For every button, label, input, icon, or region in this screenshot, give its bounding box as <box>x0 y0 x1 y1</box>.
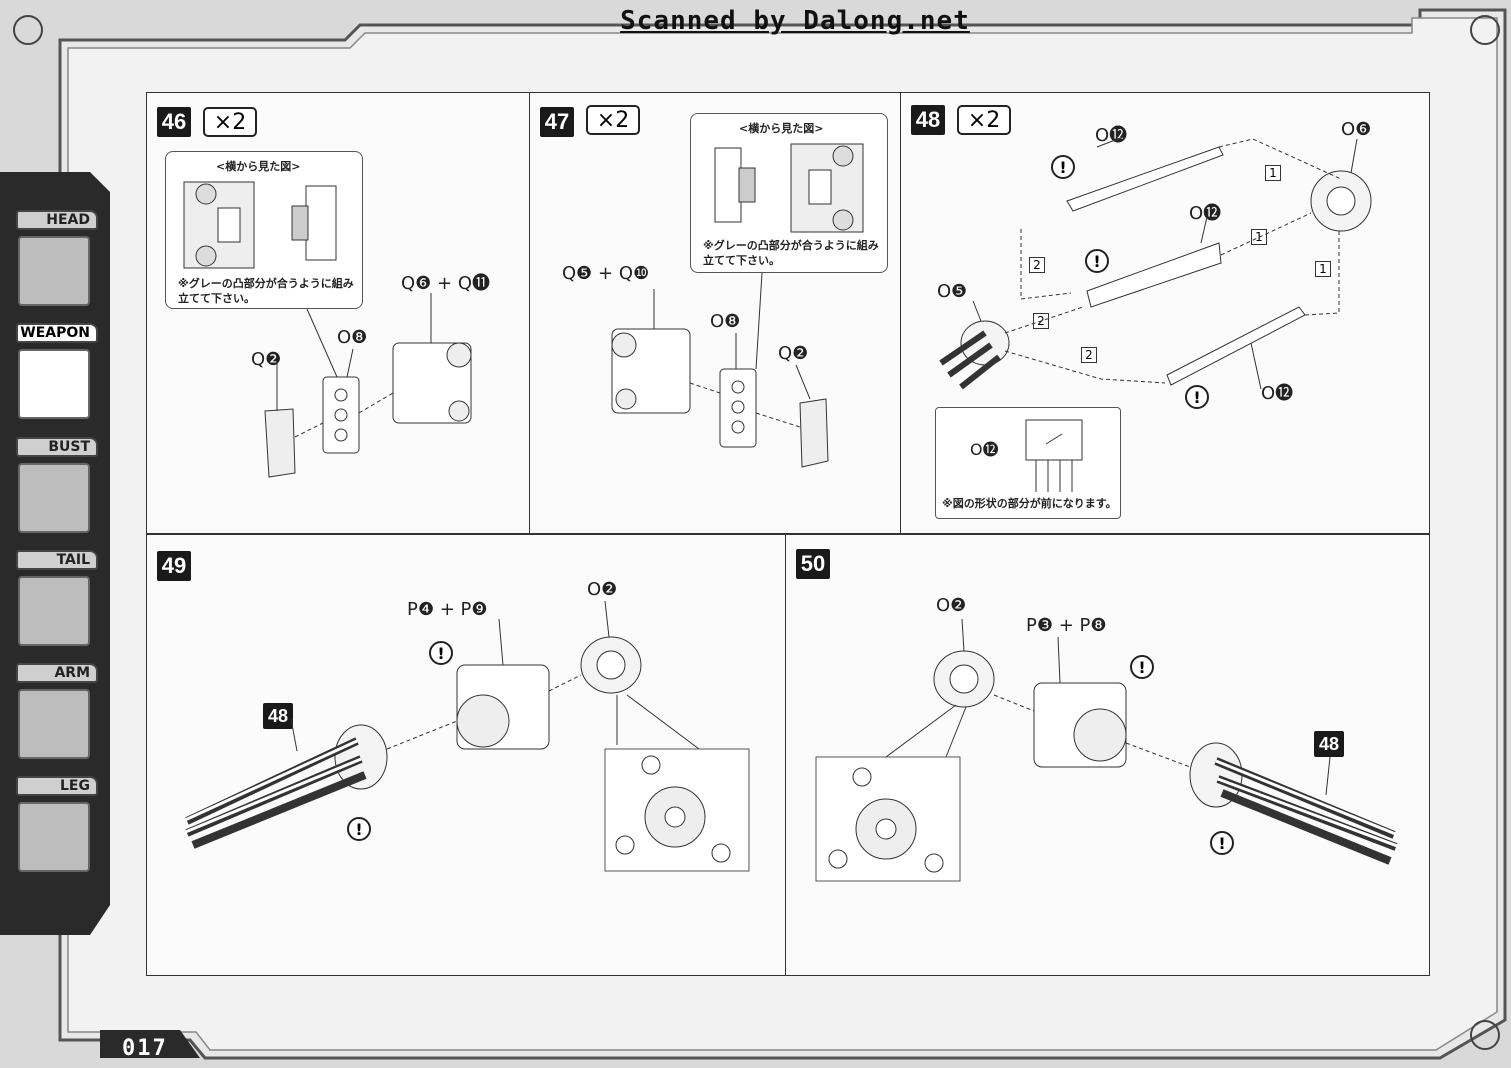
page-number: 017 <box>122 1036 168 1061</box>
leg-part-icon <box>18 802 90 872</box>
sidebar-tab-label: BUST <box>16 437 98 457</box>
sidebar-tab-label: ARM <box>16 663 98 683</box>
sidebar-tab-weapon[interactable]: WEAPON <box>12 323 98 423</box>
warning-icon: ! <box>1085 249 1109 273</box>
part-label: O❺ <box>937 281 968 302</box>
detail-note: ※図の形状の部分が前になります。 <box>942 497 1117 510</box>
callout-title: <横から見た図> <box>216 160 301 173</box>
scan-credit: Scanned by Dalong.net <box>620 6 970 36</box>
part-label: Q❻ + Q⓫ <box>401 273 490 294</box>
detail-diagram <box>1025 419 1083 492</box>
assembly-diagram <box>264 293 472 478</box>
part-label: O⓬ <box>1095 125 1128 146</box>
side-view-diagram <box>183 181 337 269</box>
warning-icon: ! <box>347 817 371 841</box>
quantity-badge: ×2 <box>957 105 1011 135</box>
assembly-diagram <box>182 600 750 872</box>
weapon-part-icon <box>18 349 90 419</box>
step-number: 50 <box>796 549 830 579</box>
quantity-badge: ×2 <box>586 105 640 135</box>
part-label: Q❷ <box>778 343 809 364</box>
callout-title: <横から見た図> <box>739 122 824 135</box>
warning-icon: ! <box>1051 155 1075 179</box>
sidebar-tab-arm[interactable]: ARM <box>12 663 98 763</box>
part-label: O⓬ <box>1261 383 1294 404</box>
part-label: Q❺ + Q❿ <box>562 263 650 284</box>
part-label: P❹ + P❾ <box>407 599 488 620</box>
tail-part-icon <box>18 576 90 646</box>
sidebar-tab-head[interactable]: HEAD <box>12 210 98 310</box>
assembly-diagram <box>611 272 829 468</box>
bust-part-icon <box>18 463 90 533</box>
part-label: O❽ <box>337 327 368 348</box>
warning-icon: ! <box>1130 655 1154 679</box>
step-47-panel: 47 ×2 <横から見た図> ※グレーの凸部分が合うように組み立てて下さい。 Q… <box>529 92 901 534</box>
step-number: 46 <box>157 107 191 137</box>
reference-step-badge: 48 <box>1314 731 1344 757</box>
part-label: O⓬ <box>1189 203 1222 224</box>
warning-icon: ! <box>1185 385 1209 409</box>
assembly-diagram <box>815 618 1401 882</box>
part-label: O⓬ <box>970 440 999 459</box>
detail-callout: O⓬ ※図の形状の部分が前になります。 <box>935 407 1121 519</box>
step-49-panel: 49 P❹ + P❾ O❷ 48 ! ! <box>146 534 786 976</box>
side-view-callout: <横から見た図> ※グレーの凸部分が合うように組み立てて下さい。 <box>165 151 363 309</box>
sidebar-tab-tail[interactable]: TAIL <box>12 550 98 650</box>
step-number: 49 <box>157 551 191 581</box>
head-part-icon <box>18 236 90 306</box>
part-label: O❷ <box>587 579 618 600</box>
step-46-panel: 46 ×2 <横から見た図> ※グレーの凸部分が合うように組み立てて下さい。 Q… <box>146 92 530 534</box>
step-48-panel: 48 ×2 O⓬ O⓬ O⓬ O❻ O❺ ! ! ! 1 1 1 2 2 2 O… <box>900 92 1430 534</box>
step-number: 48 <box>911 105 945 135</box>
arm-part-icon <box>18 689 90 759</box>
part-label: O❷ <box>936 595 967 616</box>
quantity-badge: ×2 <box>203 107 257 137</box>
sequence-marker: 1 <box>1315 261 1331 277</box>
sidebar-tab-leg[interactable]: LEG <box>12 776 98 876</box>
sequence-marker: 2 <box>1081 347 1097 363</box>
side-view-diagram <box>714 143 864 233</box>
warning-icon: ! <box>1210 831 1234 855</box>
part-label: O❻ <box>1341 119 1372 140</box>
part-label: Q❷ <box>251 349 282 370</box>
step-50-panel: 50 P❸ + P❽ O❷ 48 ! ! <box>785 534 1430 976</box>
callout-note: ※グレーの凸部分が合うように組み立てて下さい。 <box>703 239 879 267</box>
callout-note: ※グレーの凸部分が合うように組み立てて下さい。 <box>178 277 354 305</box>
sidebar-tab-bust[interactable]: BUST <box>12 437 98 537</box>
part-label: O❽ <box>710 311 741 332</box>
sidebar-tab-label: HEAD <box>16 210 98 230</box>
assembly-diagram <box>939 136 1372 390</box>
sequence-marker: 1 <box>1265 165 1281 181</box>
sequence-marker: 2 <box>1029 257 1045 273</box>
step-number: 47 <box>540 107 574 137</box>
sidebar-tab-label: WEAPON <box>16 323 98 343</box>
reference-step-badge: 48 <box>263 703 293 729</box>
side-view-callout: <横から見た図> ※グレーの凸部分が合うように組み立てて下さい。 <box>690 113 888 273</box>
sidebar-tab-label: TAIL <box>16 550 98 570</box>
sidebar-tab-label: LEG <box>16 776 98 796</box>
warning-icon: ! <box>429 641 453 665</box>
part-label: P❸ + P❽ <box>1026 615 1107 636</box>
